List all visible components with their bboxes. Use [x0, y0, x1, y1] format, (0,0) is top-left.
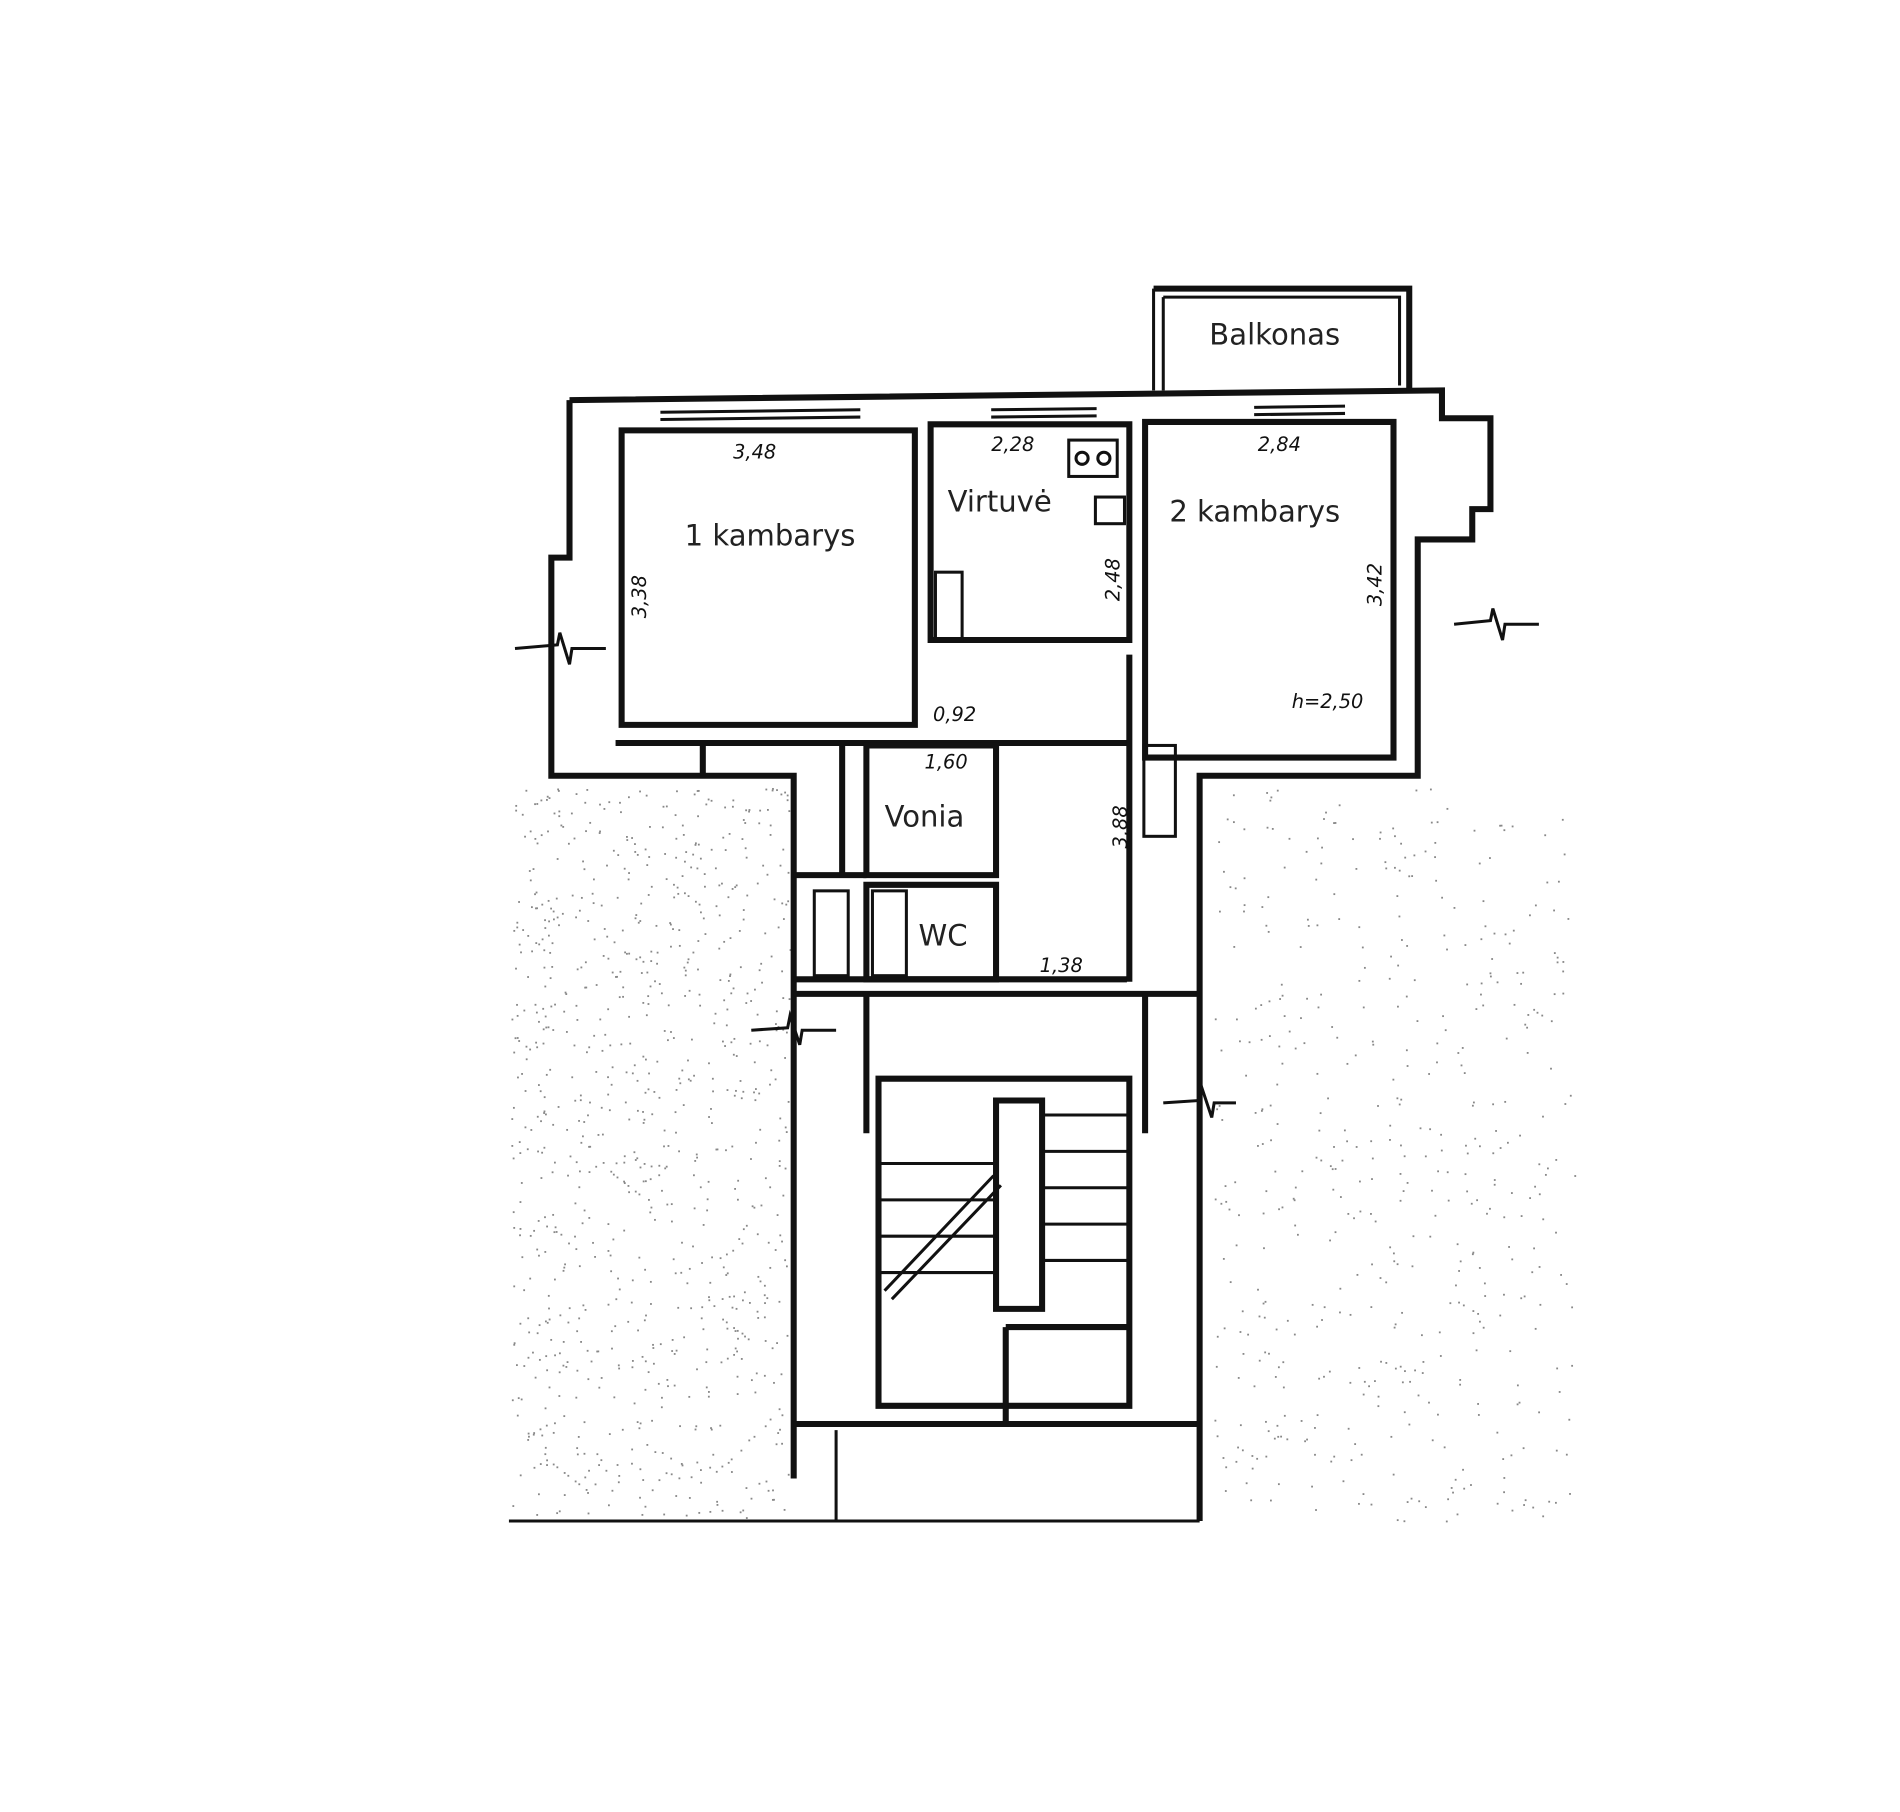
dim-kitchen-depth: 2,48 — [1102, 558, 1125, 601]
dim-bath-width: 1,60 — [925, 750, 968, 773]
label-room-2: 2 kambarys — [1169, 494, 1340, 528]
dim-room2-width: 2,84 — [1258, 433, 1301, 456]
dim-room2-depth: 3,42 — [1363, 563, 1386, 606]
dimension-labels: 3,48 3,38 2,28 2,48 2,84 3,42 h=2,50 0,9… — [628, 433, 1387, 977]
label-kitchen: Virtuvė — [948, 485, 1052, 519]
dim-hall-opening: 0,92 — [933, 703, 976, 726]
room-labels: Balkonas 1 kambarys Virtuvė 2 kambarys V… — [685, 317, 1341, 952]
walls — [508, 285, 1539, 1523]
label-wc: WC — [918, 918, 967, 952]
dim-kitchen-width: 2,28 — [991, 433, 1034, 456]
label-bath: Vonia — [885, 800, 965, 834]
label-room-1: 1 kambarys — [685, 519, 856, 553]
dim-room1-depth: 3,38 — [628, 575, 651, 618]
dim-ceiling-height: h=2,50 — [1292, 690, 1364, 713]
dim-room1-width: 3,48 — [733, 440, 776, 463]
label-balcony: Balkonas — [1209, 317, 1340, 351]
dim-hall-length: 3,88 — [1109, 805, 1132, 848]
stipple-area — [511, 787, 1577, 1523]
dim-hall-width: 1,38 — [1040, 954, 1083, 977]
